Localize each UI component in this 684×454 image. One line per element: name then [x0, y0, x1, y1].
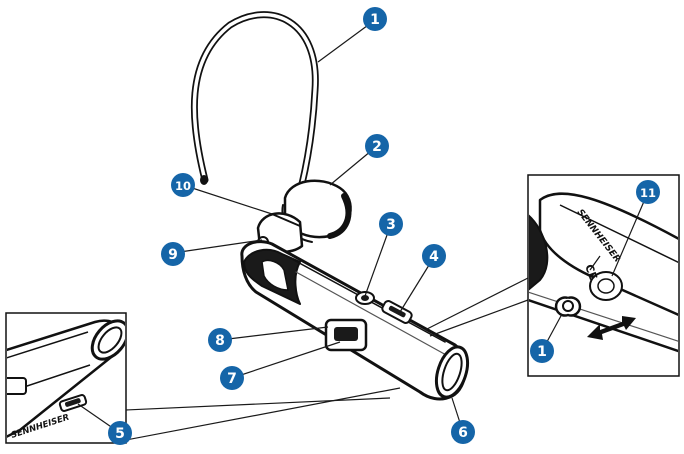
- inset-top-view: SENNHEISER CE: [527, 174, 680, 377]
- callout-c1-inset-socket: 1: [530, 339, 554, 363]
- callout-c9-hinge: 9: [161, 242, 185, 266]
- callout-c1-earhook: 1: [363, 7, 387, 31]
- callout-circle: [220, 366, 244, 390]
- callout-c11-contact: 11: [636, 180, 660, 204]
- headset-illustration: [190, 11, 470, 401]
- callout-circle: [161, 242, 185, 266]
- callout-number: 4: [429, 249, 439, 265]
- callout-circle: [171, 173, 195, 197]
- callout-c5-inset-slot: 5: [108, 421, 132, 445]
- callout-number: 3: [386, 217, 396, 233]
- callout-number: 8: [215, 333, 225, 349]
- callout-number: 6: [458, 425, 468, 441]
- inset-bottom-view: SENNHEISER: [5, 312, 127, 444]
- callout-c2-earpiece: 2: [365, 134, 389, 158]
- callout-circle: [108, 421, 132, 445]
- callout-number: 5: [115, 426, 125, 442]
- callout-circle: [451, 420, 475, 444]
- callout-c8-slot: 8: [208, 328, 232, 352]
- side-slot: [324, 318, 368, 352]
- slide-direction-arrow-icon: [587, 316, 636, 340]
- callout-circle: [422, 244, 446, 268]
- callout-circle: [208, 328, 232, 352]
- callout-number: 2: [372, 139, 382, 155]
- callout-circle: [363, 7, 387, 31]
- ce-mark: CE: [582, 263, 600, 282]
- callout-number: 10: [175, 179, 191, 193]
- callout-circle: [636, 180, 660, 204]
- callout-number: 1: [370, 12, 380, 28]
- multifunction-button: [355, 291, 375, 305]
- callout-c7-slot: 7: [220, 366, 244, 390]
- callout-circle: [365, 134, 389, 158]
- callout-c6-tube-end: 6: [451, 420, 475, 444]
- volume-rocker: [381, 300, 413, 324]
- callout-number: 11: [640, 186, 656, 200]
- callout-c4-button: 4: [422, 244, 446, 268]
- callout-c3-button: 3: [379, 212, 403, 236]
- callout-number: 1: [537, 344, 547, 360]
- callout-circle: [530, 339, 554, 363]
- callout-number: 7: [227, 371, 237, 387]
- callout-circle: [379, 212, 403, 236]
- callout-c10-hook-joint: 10: [171, 173, 195, 197]
- callout-number: 9: [168, 247, 178, 263]
